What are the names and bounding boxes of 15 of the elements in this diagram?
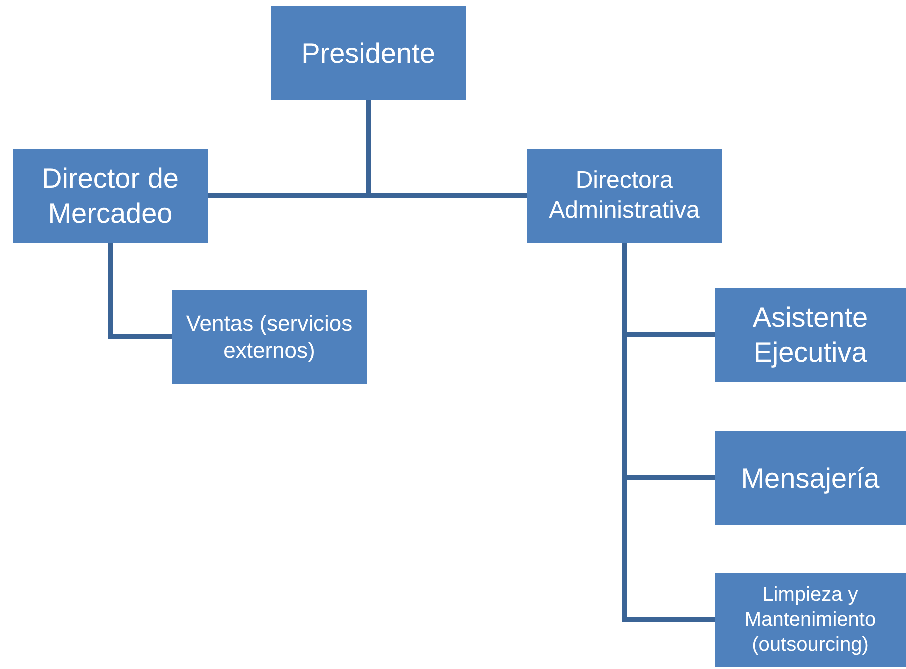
- position-title: Asistente Ejecutiva: [752, 301, 870, 370]
- position-title: Mensajería: [741, 462, 880, 496]
- position-box: [527, 149, 722, 243]
- position-box: [172, 290, 367, 384]
- position-title: Limpieza y Mantenimiento (outsourcing): [744, 582, 878, 658]
- position-title: Directora Administrativa: [548, 166, 701, 226]
- position-title: Ventas (servicios externos): [185, 310, 354, 364]
- position-box: [715, 288, 906, 382]
- position-title: Director de Mercadeo: [41, 162, 180, 231]
- position-box: [271, 6, 466, 100]
- position-box: [13, 149, 208, 243]
- position-box: [715, 573, 906, 667]
- connector-line: [108, 243, 172, 340]
- position-box: [715, 431, 906, 525]
- position-title: Presidente: [302, 36, 436, 70]
